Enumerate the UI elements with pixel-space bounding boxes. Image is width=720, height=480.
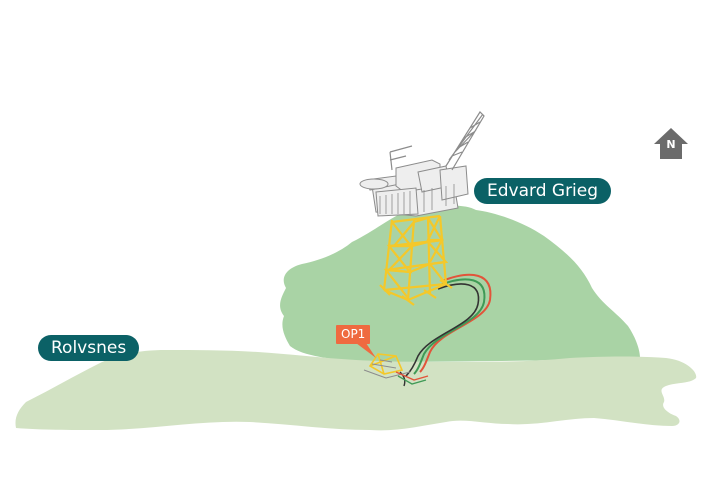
pipelines [399,273,492,387]
pipeline-green [413,278,486,375]
op1-tag-pointer [356,343,376,358]
pipeline-dark [405,283,480,377]
north-arrow-icon: N [654,128,688,160]
rolvsnes-label: Rolvsnes [38,335,140,361]
platform-jacket [379,214,453,306]
rolvsnes-seabed-area [15,350,697,431]
edvard-grieg-label: Edvard Grieg [474,178,612,204]
north-letter: N [666,138,676,151]
pipeline-red [419,273,492,373]
subsea-template-op1 [363,353,429,385]
op1-tag-box [336,325,370,344]
platform-topside [359,111,485,217]
north-marker-shape [654,128,688,159]
pipeline-dark-2 [399,371,406,387]
op1-label: OP1 [341,327,366,341]
